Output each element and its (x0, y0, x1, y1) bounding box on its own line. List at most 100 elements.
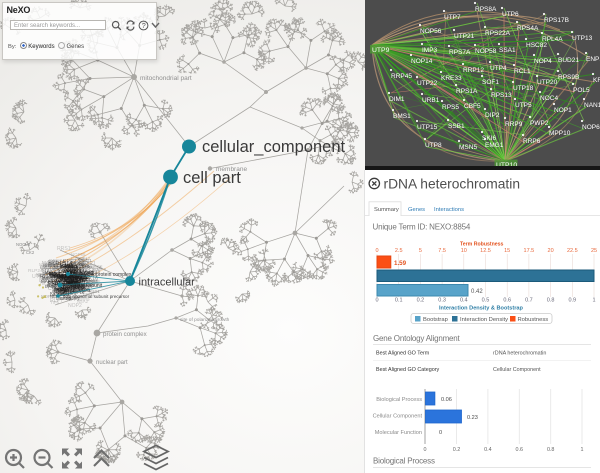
svg-text:PWP2: PWP2 (530, 120, 549, 127)
svg-text:Interactions: Interactions (434, 207, 464, 213)
svg-text:ERB1: ERB1 (48, 278, 60, 283)
svg-text:MAK21: MAK21 (54, 274, 70, 280)
svg-text:UTP10: UTP10 (496, 162, 517, 169)
svg-text:RPS8A: RPS8A (475, 6, 497, 13)
svg-text:NOP4: NOP4 (534, 58, 552, 65)
svg-text:RLP7: RLP7 (62, 273, 74, 279)
svg-text:ERB1: ERB1 (45, 284, 57, 289)
svg-text:DRS1: DRS1 (58, 269, 72, 275)
svg-text:NOG1: NOG1 (54, 277, 67, 282)
svg-text:Cellular Component: Cellular Component (493, 367, 541, 373)
svg-text:MAK5: MAK5 (49, 261, 61, 266)
svg-text:12.5: 12.5 (480, 248, 491, 254)
svg-text:NOP58: NOP58 (63, 285, 79, 291)
svg-text:BRX1: BRX1 (60, 274, 72, 279)
svg-text:Best Aligned GO Term: Best Aligned GO Term (376, 351, 430, 357)
svg-text:NOP15: NOP15 (53, 274, 70, 280)
svg-text:ERB1: ERB1 (71, 257, 85, 263)
svg-text:DRS1: DRS1 (79, 287, 91, 292)
svg-text:KRE: KRE (593, 77, 600, 84)
svg-text:NOP58: NOP58 (41, 294, 57, 299)
svg-text:0.5: 0.5 (482, 298, 490, 304)
svg-text:Robustness: Robustness (518, 317, 549, 323)
svg-text:BRX1: BRX1 (84, 265, 96, 270)
svg-text:NSA2: NSA2 (66, 280, 77, 285)
svg-text:RPS22A: RPS22A (485, 30, 511, 37)
svg-text:cell part: cell part (183, 169, 241, 187)
svg-text:RPS1A: RPS1A (56, 278, 74, 284)
svg-text:0.06: 0.06 (441, 397, 452, 403)
svg-text:17.5: 17.5 (524, 248, 535, 254)
svg-text:RPS1A: RPS1A (63, 283, 79, 288)
svg-text:cellular_component: cellular_component (202, 138, 346, 156)
svg-text:RRS1: RRS1 (64, 288, 76, 293)
svg-text:NOP2: NOP2 (70, 262, 84, 268)
svg-text:RRP9: RRP9 (58, 281, 72, 287)
svg-text:SPB1: SPB1 (61, 264, 74, 270)
svg-text:Unique Term ID: NEXO:8854: Unique Term ID: NEXO:8854 (373, 223, 471, 232)
svg-text:Interaction Density & Bootstra: Interaction Density & Bootstrap (439, 306, 524, 312)
svg-text:RRS1: RRS1 (57, 246, 71, 252)
svg-text:Molecular Function: Molecular Function (375, 430, 422, 436)
svg-text:MAK5: MAK5 (45, 270, 57, 275)
svg-text:RPS13: RPS13 (491, 92, 512, 99)
svg-text:RPF2: RPF2 (75, 284, 87, 289)
svg-text:TIF6: TIF6 (50, 300, 59, 305)
svg-text:NOP12: NOP12 (54, 265, 70, 270)
svg-text:NOG1: NOG1 (71, 278, 84, 283)
svg-text:0.2: 0.2 (453, 447, 461, 453)
svg-text:URB2: URB2 (66, 264, 78, 269)
svg-text:DBP10: DBP10 (71, 271, 85, 276)
svg-text:SSB1: SSB1 (448, 123, 465, 130)
svg-text:CIC1: CIC1 (48, 286, 60, 292)
svg-text:RRS1: RRS1 (66, 296, 80, 302)
svg-text:Genes: Genes (408, 207, 425, 213)
svg-text:DBP10: DBP10 (50, 265, 65, 270)
svg-text:RPF2: RPF2 (63, 259, 76, 265)
svg-text:NOP15: NOP15 (54, 292, 70, 297)
svg-text:UTP5: UTP5 (82, 283, 95, 289)
svg-text:Interaction Density: Interaction Density (460, 317, 508, 323)
svg-text:BRX1: BRX1 (59, 273, 70, 278)
svg-text:URB2: URB2 (58, 278, 70, 283)
svg-text:UTP15: UTP15 (417, 124, 438, 131)
svg-text:DRS1: DRS1 (86, 279, 99, 284)
svg-text:YTM1: YTM1 (67, 282, 81, 288)
svg-text:NOP2: NOP2 (66, 279, 79, 284)
svg-text:URB2: URB2 (58, 288, 69, 293)
svg-text:CIC1: CIC1 (90, 289, 100, 294)
svg-text:NOP7: NOP7 (69, 280, 82, 285)
svg-text:mitochondrial part: mitochondrial part (140, 75, 192, 82)
svg-text:TIF6: TIF6 (78, 257, 88, 262)
svg-text:NOCL5: NOCL5 (16, 242, 31, 247)
svg-text:NSA2: NSA2 (62, 287, 75, 293)
svg-text:CIC1: CIC1 (60, 290, 72, 296)
svg-text:HAS1: HAS1 (54, 287, 65, 292)
svg-text:NOP15: NOP15 (69, 269, 83, 274)
svg-text:YTM1: YTM1 (59, 261, 71, 266)
svg-text:TIF6: TIF6 (74, 267, 84, 273)
svg-text:NOP2: NOP2 (60, 276, 74, 282)
svg-text:NOP7: NOP7 (39, 262, 51, 267)
svg-text:CBF5: CBF5 (464, 103, 481, 110)
svg-text:IMP4: IMP4 (82, 272, 94, 278)
svg-text:MSN5: MSN5 (459, 144, 477, 151)
svg-text:MAK5: MAK5 (64, 275, 78, 281)
svg-text:SPB1: SPB1 (74, 274, 87, 280)
svg-text:RPF2: RPF2 (75, 277, 88, 283)
svg-text:RRS1: RRS1 (76, 279, 89, 284)
svg-text:POL5: POL5 (573, 87, 590, 94)
svg-text:SSF1: SSF1 (73, 287, 85, 292)
svg-text:IMP4: IMP4 (39, 278, 51, 284)
svg-text:Cellular Component: Cellular Component (373, 414, 423, 420)
svg-text:NOP15: NOP15 (67, 285, 82, 290)
svg-text:NOP15: NOP15 (56, 290, 71, 295)
svg-text:1: 1 (592, 298, 595, 304)
svg-text:NOP2: NOP2 (61, 278, 73, 283)
svg-text:RRP9: RRP9 (505, 121, 523, 128)
svg-text:intracellular: intracellular (139, 277, 196, 289)
svg-text:RPF2: RPF2 (49, 259, 62, 265)
svg-text:CIC1: CIC1 (78, 286, 90, 292)
svg-text:NOP12: NOP12 (74, 268, 88, 273)
svg-text:Bootstrap: Bootstrap (423, 317, 448, 323)
